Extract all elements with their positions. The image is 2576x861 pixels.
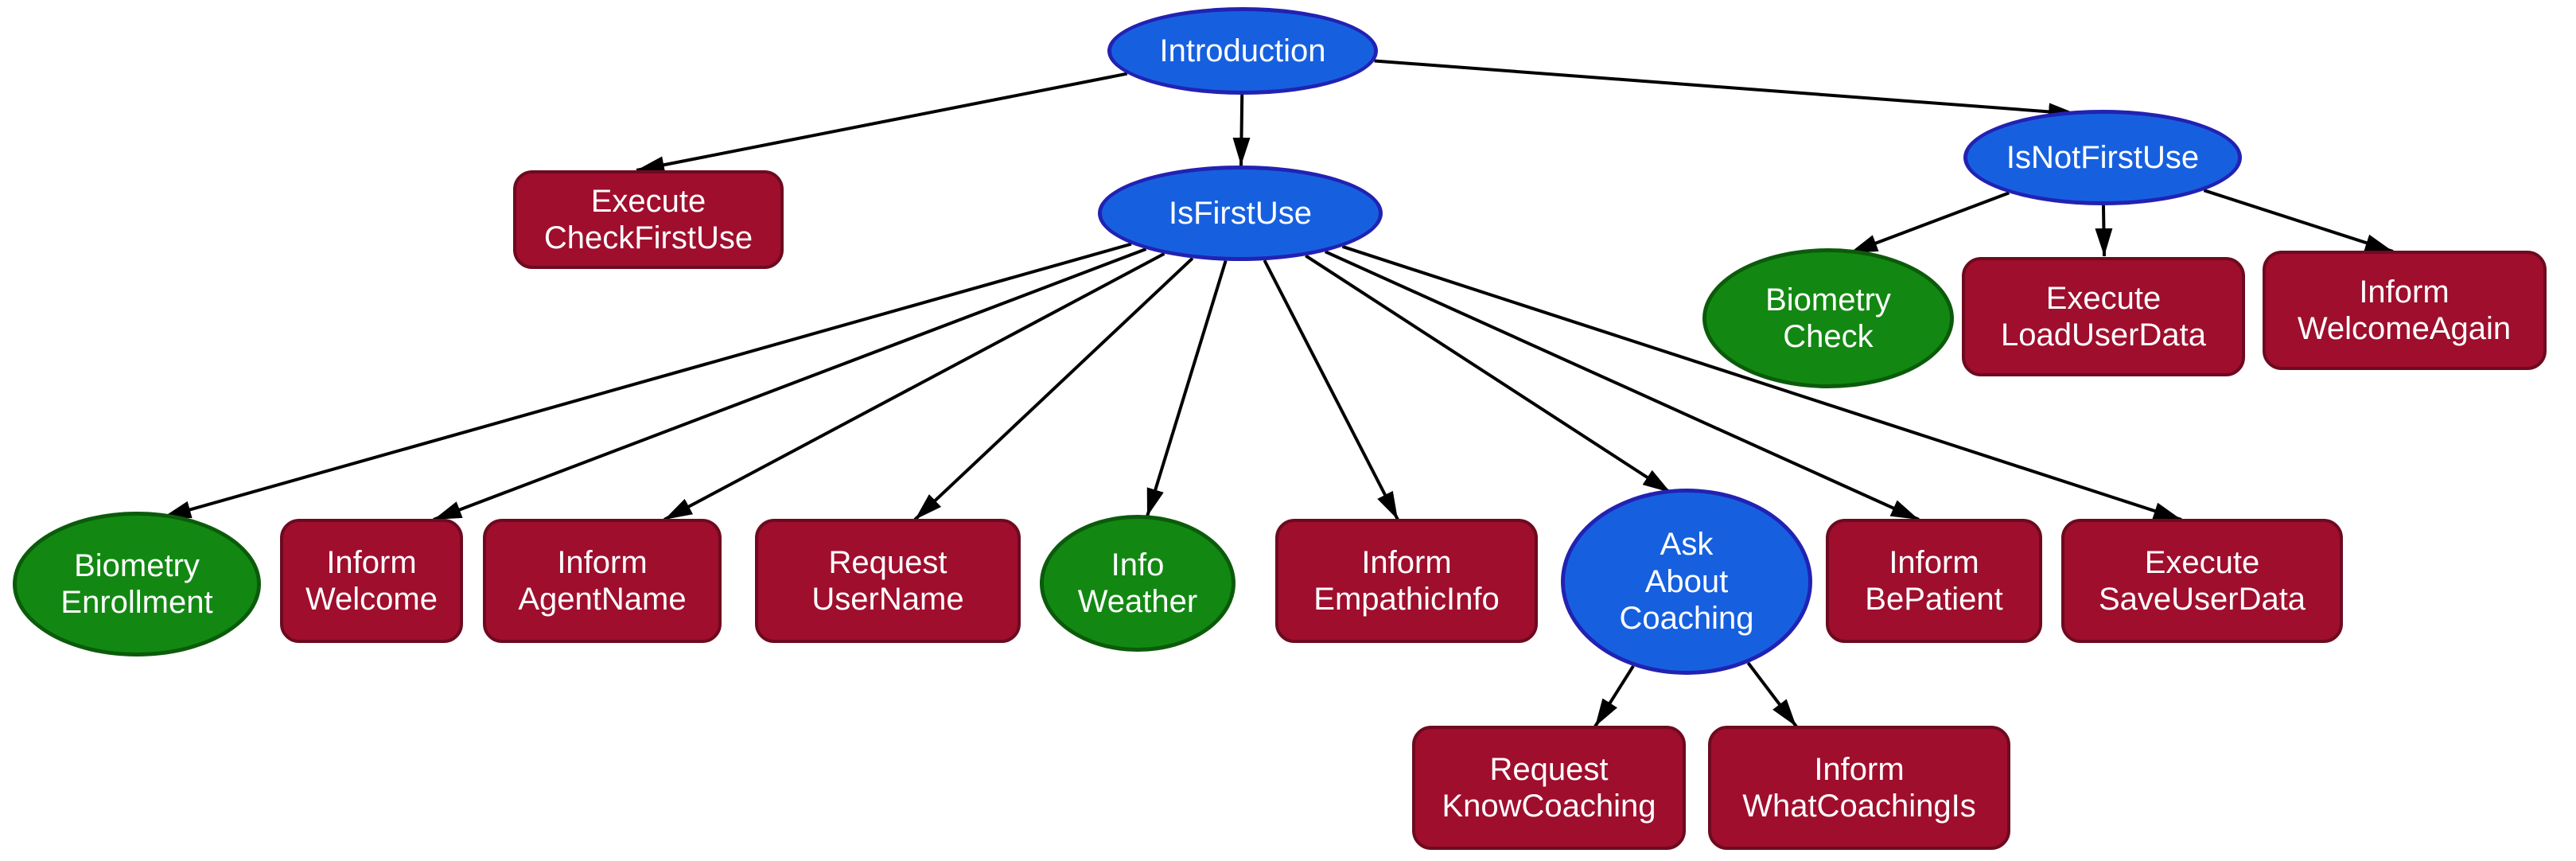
node-request-username: Request UserName bbox=[755, 519, 1021, 643]
node-inform-welcome: Inform Welcome bbox=[280, 519, 463, 643]
node-label-execute-saveuserdata: Execute SaveUserData bbox=[2098, 544, 2306, 617]
node-label-request-username: Request UserName bbox=[811, 544, 964, 617]
edge-isfirstuse-to-inform-agentname bbox=[663, 251, 1165, 521]
node-label-introduction: Introduction bbox=[1159, 33, 1326, 68]
node-biometry-enrollment: Biometry Enrollment bbox=[13, 512, 261, 656]
edge-introduction-to-isfirstuse bbox=[1232, 94, 1251, 166]
node-inform-whatcoachingis: Inform WhatCoachingIs bbox=[1708, 726, 2010, 850]
node-label-isnotfirstuse: IsNotFirstUse bbox=[2006, 139, 2200, 175]
edge-isfirstuse-to-execute-saveuserdata bbox=[1341, 244, 2182, 521]
edge-isnotfirstuse-to-inform-welcomeagain bbox=[2203, 189, 2394, 253]
node-execute-checkfirstuse: Execute CheckFirstUse bbox=[513, 170, 784, 269]
node-label-info-weather: Info Weather bbox=[1077, 547, 1198, 619]
node-execute-saveuserdata: Execute SaveUserData bbox=[2061, 519, 2343, 643]
edge-isfirstuse-to-inform-empathicinfo bbox=[1263, 259, 1399, 520]
edge-isfirstuse-to-info-weather bbox=[1146, 260, 1228, 517]
node-request-knowcoaching: Request KnowCoaching bbox=[1412, 726, 1686, 850]
node-label-isfirstuse: IsFirstUse bbox=[1169, 195, 1312, 231]
node-label-inform-welcomeagain: Inform WelcomeAgain bbox=[2297, 274, 2512, 346]
node-label-inform-empathicinfo: Inform EmpathicInfo bbox=[1313, 544, 1500, 617]
edge-ask-about-coaching-to-request-knowcoaching bbox=[1593, 664, 1635, 728]
node-label-biometry-check: Biometry Check bbox=[1765, 282, 1891, 354]
node-label-execute-checkfirstuse: Execute CheckFirstUse bbox=[543, 183, 753, 255]
edge-isnotfirstuse-to-biometry-check bbox=[1849, 191, 2010, 255]
node-label-request-knowcoaching: Request KnowCoaching bbox=[1442, 751, 1656, 824]
edge-isfirstuse-to-biometry-enrollment bbox=[162, 242, 1132, 519]
edge-isfirstuse-to-inform-welcome bbox=[433, 247, 1147, 521]
node-inform-welcomeagain: Inform WelcomeAgain bbox=[2262, 251, 2547, 370]
node-label-inform-bepatient: Inform BePatient bbox=[1865, 544, 2003, 617]
edge-introduction-to-execute-checkfirstuse bbox=[636, 72, 1128, 174]
edge-isnotfirstuse-to-execute-loaduserdata bbox=[2095, 205, 2113, 257]
edge-isfirstuse-to-ask-about-coaching bbox=[1305, 254, 1672, 494]
node-biometry-check: Biometry Check bbox=[1702, 248, 1954, 388]
node-ask-about-coaching: Ask About Coaching bbox=[1561, 489, 1812, 675]
node-label-inform-welcome: Inform Welcome bbox=[305, 544, 438, 617]
node-execute-loaduserdata: Execute LoadUserData bbox=[1962, 257, 2245, 376]
edge-ask-about-coaching-to-inform-whatcoachingis bbox=[1746, 661, 1798, 728]
node-label-ask-about-coaching: Ask About Coaching bbox=[1619, 527, 1754, 637]
node-label-inform-whatcoachingis: Inform WhatCoachingIs bbox=[1742, 751, 1976, 824]
node-label-inform-agentname: Inform AgentName bbox=[518, 544, 687, 617]
node-label-biometry-enrollment: Biometry Enrollment bbox=[60, 547, 213, 620]
node-label-execute-loaduserdata: Execute LoadUserData bbox=[2001, 280, 2206, 353]
node-inform-agentname: Inform AgentName bbox=[483, 519, 722, 643]
node-inform-empathicinfo: Inform EmpathicInfo bbox=[1275, 519, 1538, 643]
edge-isfirstuse-to-request-username bbox=[913, 257, 1194, 521]
edge-introduction-to-isnotfirstuse bbox=[1374, 59, 2077, 121]
node-introduction: Introduction bbox=[1107, 7, 1378, 95]
node-isfirstuse: IsFirstUse bbox=[1098, 166, 1383, 261]
node-info-weather: Info Weather bbox=[1040, 515, 1235, 652]
edge-isfirstuse-to-inform-bepatient bbox=[1324, 250, 1920, 521]
node-isnotfirstuse: IsNotFirstUse bbox=[1963, 110, 2242, 205]
node-inform-bepatient: Inform BePatient bbox=[1826, 519, 2042, 643]
